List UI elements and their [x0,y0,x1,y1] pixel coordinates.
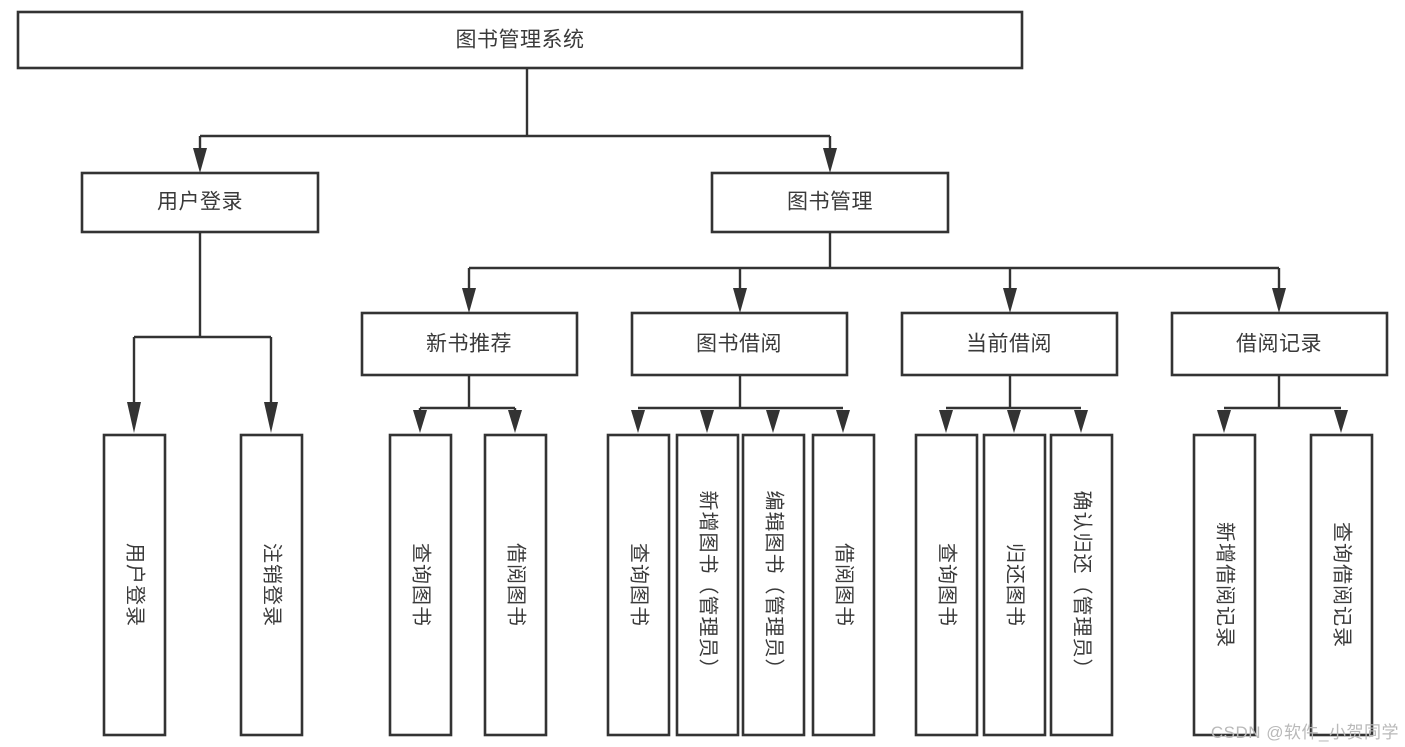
leaf-current-confirm-label: 确认归还（管理员） [1071,491,1094,680]
leaf-logout[interactable]: 注销登录 [239,433,304,737]
new-book-recommend-label: 新书推荐 [426,333,512,356]
arrowhead-leaf-logout [264,402,278,433]
arrowhead-currentborrow-leaf-3 [1074,410,1088,433]
book-borrow-label: 图书借阅 [696,333,782,356]
arrowhead-current-borrow [1003,288,1017,313]
arrowhead-new-book [462,288,476,313]
leaf-borrow-edit-label: 编辑图书（管理员） [763,491,786,680]
leaf-record-query-label: 查询借阅记录 [1331,522,1354,648]
borrow-record-label: 借阅记录 [1236,333,1322,356]
leaf-current-query-label: 查询图书 [936,543,959,627]
leaf-newbook-query-box[interactable] [388,433,453,737]
leaf-logout-box[interactable] [239,433,304,737]
leaf-borrow-query[interactable]: 查询图书 [606,433,671,737]
leaf-borrow-edit-box[interactable] [741,433,806,737]
leaf-logout-label: 注销登录 [261,543,284,627]
root-box[interactable] [16,10,1024,70]
user-login-box[interactable] [80,171,320,234]
arrowhead-book-manage [823,148,837,173]
leaf-borrow-do[interactable]: 借阅图书 [811,433,876,737]
node-root[interactable]: 图书管理系统 [16,10,1024,70]
leaf-user-login-label: 用户登录 [124,543,147,627]
edges-userlogin-to-leaves [127,232,278,433]
leaf-newbook-borrow-label: 借阅图书 [505,543,528,627]
leaf-current-confirm[interactable]: 确认归还（管理员） [1049,433,1114,737]
edges-newbook-to-leaves [413,375,522,433]
leaf-current-return-label: 归还图书 [1004,543,1027,627]
arrowhead-currentborrow-leaf-2 [1007,410,1021,433]
leaf-newbook-borrow-box[interactable] [483,433,548,737]
arrowhead-borrow-record [1272,288,1286,313]
leaf-borrow-query-label: 查询图书 [628,543,651,627]
node-borrow-record[interactable]: 借阅记录 [1170,311,1389,377]
edges-root-to-level2 [193,68,837,173]
leaf-current-return[interactable]: 归还图书 [982,433,1047,737]
new-book-recommend-box[interactable] [360,311,579,377]
leaf-record-add-box[interactable] [1192,433,1257,737]
arrowhead-currentborrow-leaf-1 [939,410,953,433]
leaf-record-query-box[interactable] [1309,433,1374,737]
book-borrow-box[interactable] [630,311,849,377]
leaf-current-query[interactable]: 查询图书 [914,433,979,737]
leaf-borrow-add[interactable]: 新增图书（管理员） [675,433,740,737]
leaf-borrow-add-label: 新增图书（管理员） [697,491,720,680]
edges-currentborrow-to-leaves [939,375,1088,433]
leaf-user-login[interactable]: 用户登录 [102,433,167,737]
arrowhead-newbook-leaf-2 [508,410,522,433]
current-borrow-label: 当前借阅 [966,333,1052,356]
node-book-borrow[interactable]: 图书借阅 [630,311,849,377]
arrowhead-user-login [193,148,207,173]
edges-borrowrecord-to-leaves [1217,375,1348,433]
arrowhead-bookborrow-leaf-1 [631,410,645,433]
leaf-newbook-borrow[interactable]: 借阅图书 [483,433,548,737]
current-borrow-box[interactable] [900,311,1119,377]
arrowhead-borrowrecord-leaf-1 [1217,410,1231,433]
leaf-borrow-query-box[interactable] [606,433,671,737]
user-login-label: 用户登录 [157,191,243,214]
leaf-record-add[interactable]: 新增借阅记录 [1192,433,1257,737]
arrowhead-book-borrow [733,288,747,313]
leaf-newbook-query-label: 查询图书 [410,543,433,627]
arrowhead-bookborrow-leaf-2 [700,410,714,433]
leaf-record-add-label: 新增借阅记录 [1214,522,1237,648]
leaf-borrow-edit[interactable]: 编辑图书（管理员） [741,433,806,737]
node-current-borrow[interactable]: 当前借阅 [900,311,1119,377]
arrowhead-leaf-user-login [127,402,141,433]
node-book-manage[interactable]: 图书管理 [710,171,950,234]
arrowhead-borrowrecord-leaf-2 [1334,410,1348,433]
root-label: 图书管理系统 [456,29,585,52]
arrowhead-newbook-leaf-1 [413,410,427,433]
arrowhead-bookborrow-leaf-4 [836,410,850,433]
leaf-borrow-do-label: 借阅图书 [833,543,856,627]
leaf-record-query[interactable]: 查询借阅记录 [1309,433,1374,737]
node-user-login[interactable]: 用户登录 [80,171,320,234]
leaf-user-login-box[interactable] [102,433,167,737]
borrow-record-box[interactable] [1170,311,1389,377]
leaf-borrow-add-box[interactable] [675,433,740,737]
leaf-current-confirm-box[interactable] [1049,433,1114,737]
arrowhead-bookborrow-leaf-3 [766,410,780,433]
book-manage-box[interactable] [710,171,950,234]
leaf-borrow-do-box[interactable] [811,433,876,737]
edges-bookborrow-to-leaves [631,375,850,433]
edges-bookmanage-to-level3 [462,232,1286,313]
book-manage-label: 图书管理 [787,191,873,214]
node-new-book-recommend[interactable]: 新书推荐 [360,311,579,377]
leaf-newbook-query[interactable]: 查询图书 [388,433,453,737]
leaf-current-return-box[interactable] [982,433,1047,737]
leaf-current-query-box[interactable] [914,433,979,737]
